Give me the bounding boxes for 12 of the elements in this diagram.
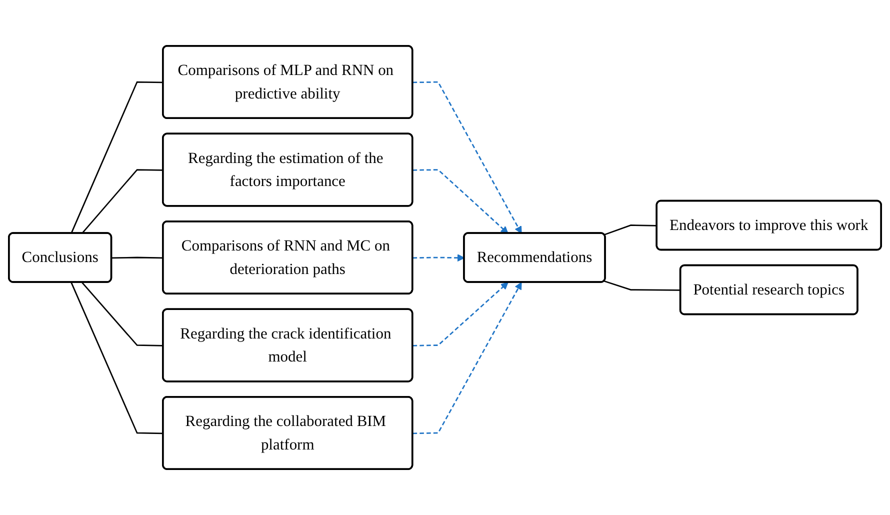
connector bbox=[112, 256, 164, 259]
connector bbox=[604, 280, 681, 291]
connector bbox=[82, 169, 164, 234]
connector bbox=[70, 282, 164, 434]
arrow bbox=[412, 254, 465, 262]
arrow bbox=[412, 282, 508, 346]
arrow bbox=[412, 169, 508, 234]
connector bbox=[604, 224, 658, 236]
connector bbox=[70, 81, 164, 234]
arrow bbox=[412, 282, 522, 434]
arrow bbox=[412, 81, 522, 234]
connector bbox=[82, 282, 164, 346]
